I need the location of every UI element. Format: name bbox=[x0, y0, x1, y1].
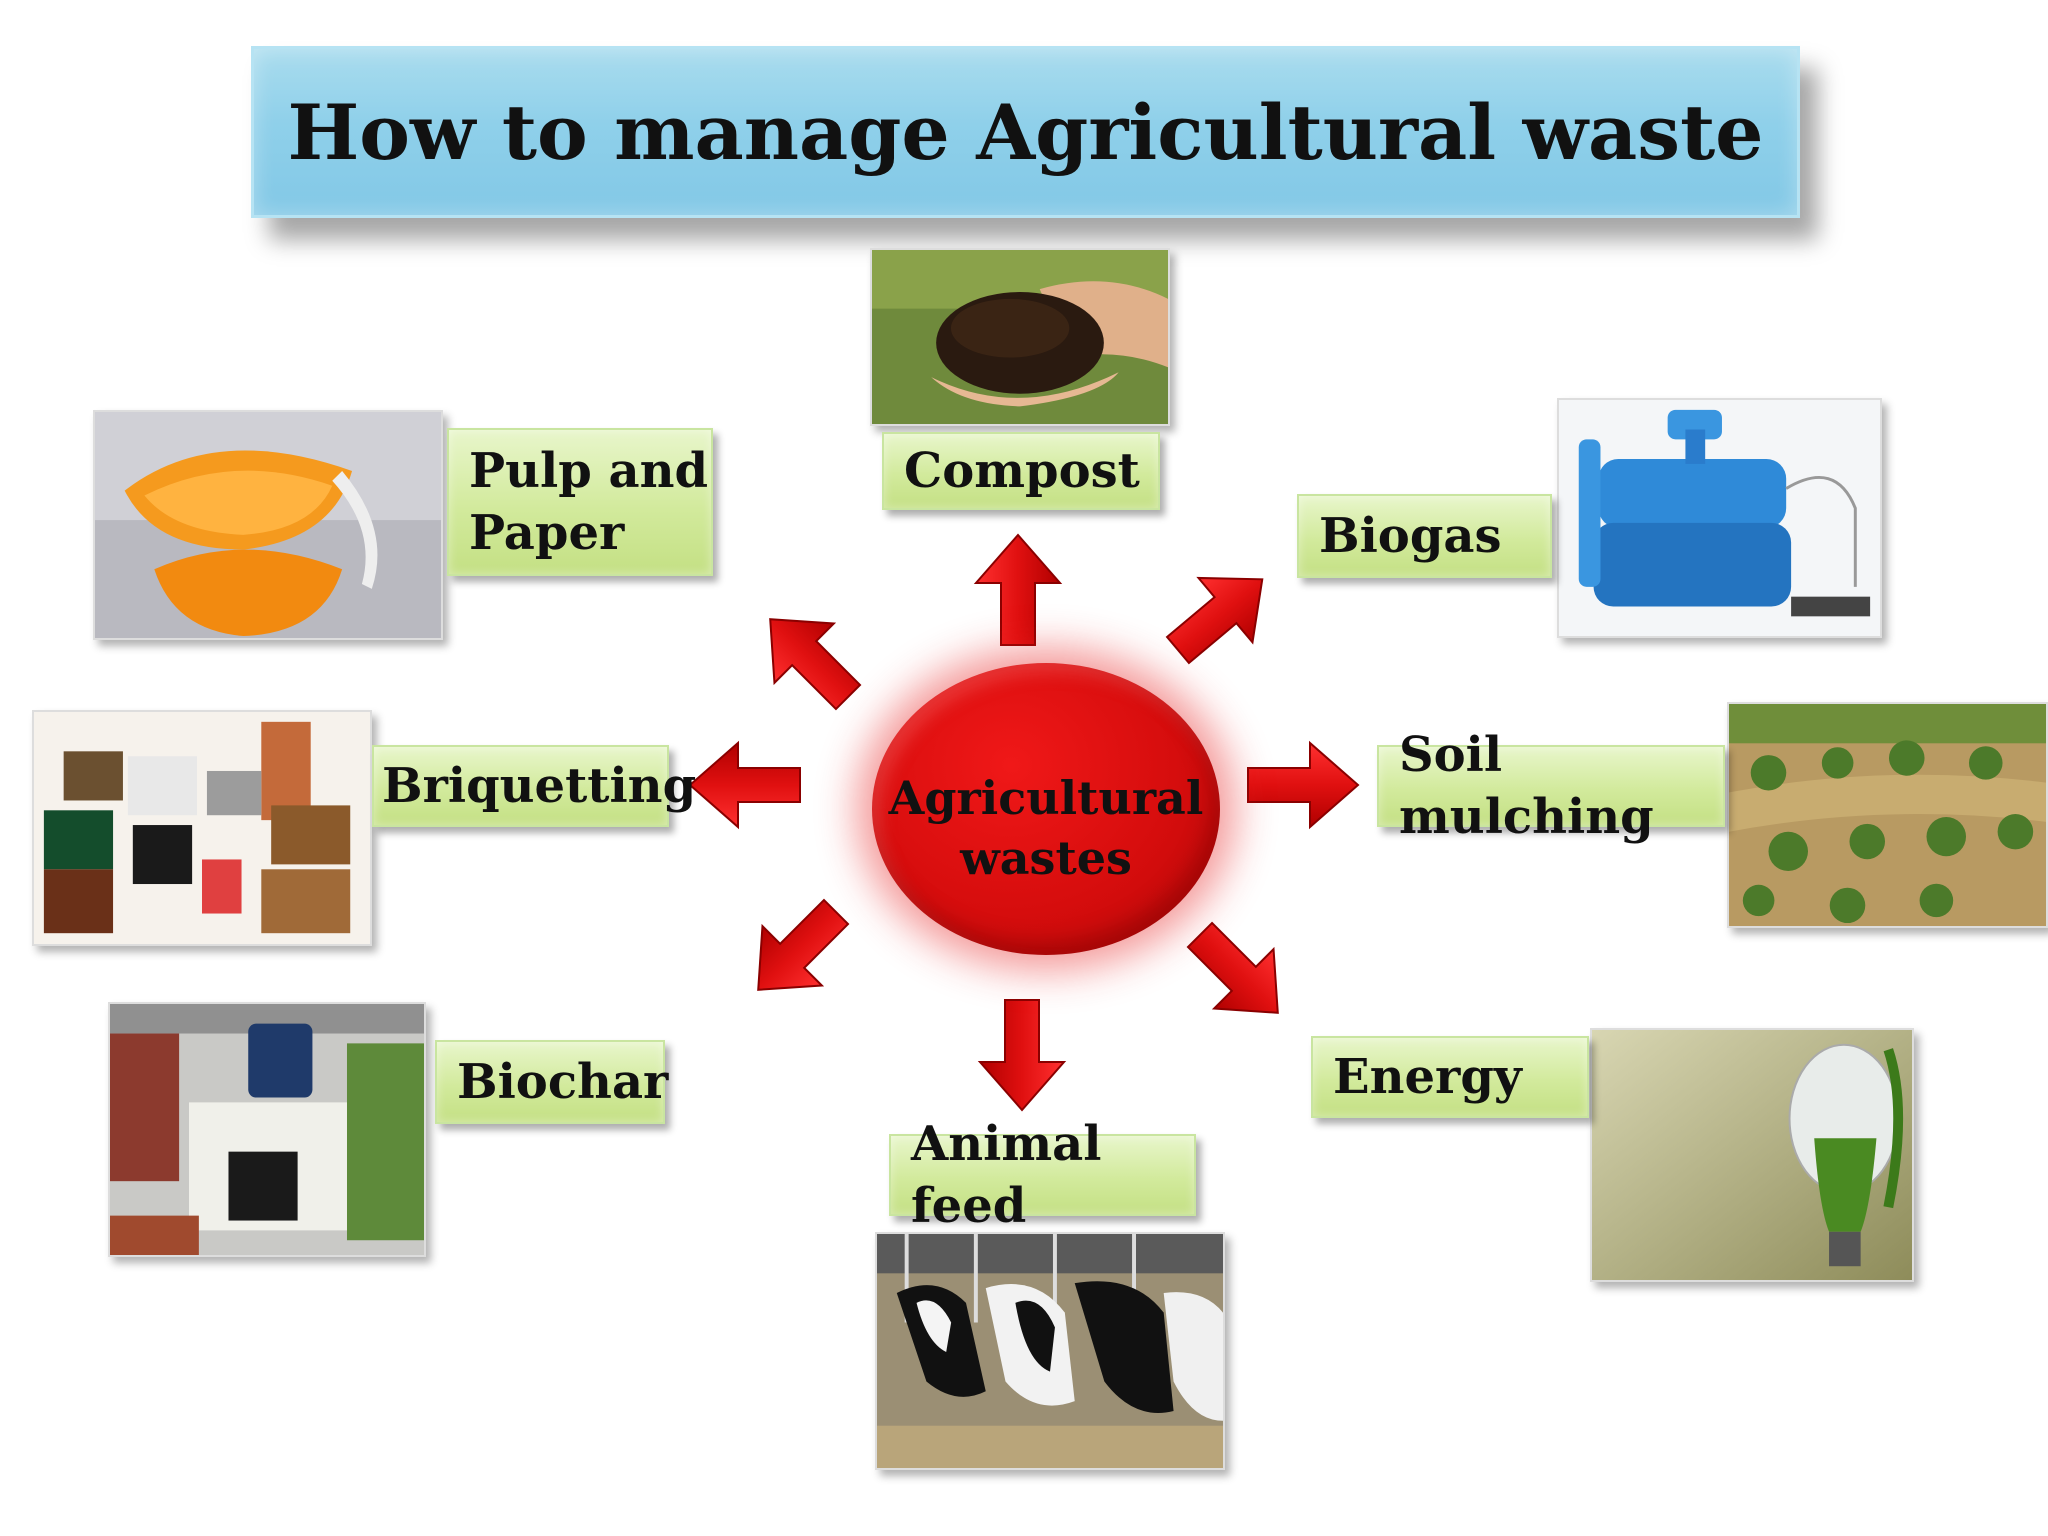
biogas-photo bbox=[1557, 398, 1882, 638]
label-soil-mulching-text: Soil mulching bbox=[1399, 727, 1654, 845]
center-hub bbox=[872, 663, 1220, 955]
label-animal-feed-text: Animal feed bbox=[911, 1116, 1102, 1234]
label-pulp-paper-line1: Pulp and bbox=[469, 443, 709, 499]
arrow-briquetting bbox=[689, 742, 801, 828]
label-briquetting-text: Briquetting bbox=[382, 758, 697, 814]
label-soil-mulching: Soil mulching bbox=[1377, 727, 1725, 845]
arrow-pulp-paper bbox=[739, 588, 879, 728]
label-energy-text: Energy bbox=[1333, 1049, 1522, 1105]
animal-feed-photo bbox=[875, 1232, 1225, 1470]
arrow-soil-mulching bbox=[1247, 742, 1359, 828]
arrow-biogas bbox=[1150, 546, 1291, 684]
energy-photo bbox=[1590, 1028, 1914, 1282]
label-biogas: Biogas bbox=[1297, 494, 1552, 578]
label-energy: Energy bbox=[1311, 1036, 1589, 1118]
label-pulp-paper: Pulp and Paper bbox=[447, 428, 713, 576]
label-biochar-text: Biochar bbox=[457, 1054, 669, 1110]
label-briquetting: Briquetting bbox=[372, 745, 696, 827]
briquetting-photo bbox=[32, 710, 372, 946]
center-label: Agricultural wastes bbox=[872, 768, 1220, 888]
title-banner: How to manage Agricultural waste bbox=[251, 46, 1800, 218]
label-animal-feed: Animal feed bbox=[889, 1116, 1196, 1234]
diagram-title: How to manage Agricultural waste bbox=[287, 87, 1764, 177]
biochar-photo bbox=[108, 1002, 426, 1257]
label-compost-text: Compost bbox=[904, 443, 1140, 499]
label-compost: Compost bbox=[882, 432, 1160, 510]
arrow-biochar bbox=[727, 881, 867, 1021]
label-pulp-paper-line2: Paper bbox=[469, 505, 625, 561]
arrow-energy bbox=[1169, 904, 1309, 1044]
center-label-line1: Agricultural bbox=[888, 771, 1204, 825]
soil-mulching-photo bbox=[1727, 702, 2048, 928]
label-biogas-text: Biogas bbox=[1319, 508, 1502, 564]
compost-photo bbox=[870, 248, 1170, 426]
label-biochar: Biochar bbox=[435, 1040, 669, 1124]
arrow-animal-feed bbox=[979, 999, 1065, 1111]
center-label-line2: wastes bbox=[960, 831, 1132, 885]
pulp-paper-photo bbox=[93, 410, 443, 640]
arrow-compost bbox=[975, 534, 1061, 646]
